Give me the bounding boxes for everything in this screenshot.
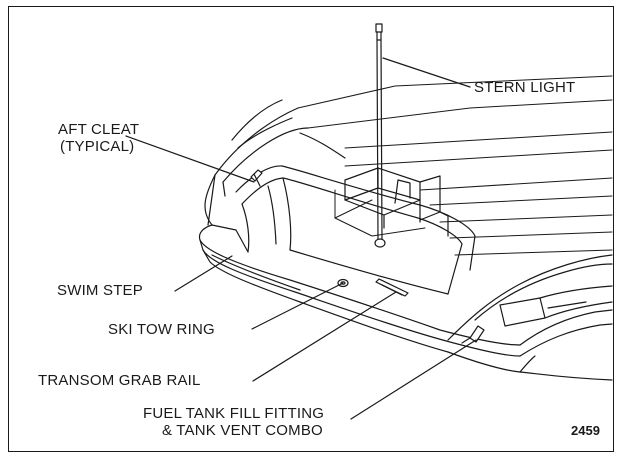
leader-swim-step (174, 255, 233, 292)
transom-grab-rail[interactable] (375, 278, 409, 297)
leader-fuel-fitting (350, 339, 477, 420)
leader-aft-cleat (125, 135, 255, 183)
figure-frame (8, 6, 614, 452)
fuel-tank-label-line2: & TANK VENT COMBO (162, 422, 323, 439)
leader-stern-light (382, 57, 471, 88)
transom-grab-rail-label: TRANSOM GRAB RAIL (38, 372, 201, 389)
engine-box (344, 167, 449, 237)
fuel-tank-label-line1: FUEL TANK FILL FITTING (143, 405, 325, 422)
fuel-fill-fitting[interactable] (461, 325, 485, 344)
stern-light-label: STERN LIGHT (474, 79, 576, 96)
starboard-hull (447, 254, 613, 381)
leader-ski-tow-ring (251, 282, 344, 330)
interior-deck-lines (297, 75, 613, 256)
aft-cleat-label-line1: AFT CLEAT (58, 121, 140, 138)
leader-grab-rail (252, 291, 397, 382)
swim-step-label: SWIM STEP (57, 282, 143, 299)
swim-platform (198, 224, 521, 357)
ski-tow-ring-label: SKI TOW RING (108, 321, 215, 338)
transom-top (235, 165, 476, 295)
port-hull-foreground (204, 99, 283, 226)
stern-light-pole[interactable] (374, 23, 386, 248)
port-gunwale (207, 107, 346, 226)
leader-lines (125, 57, 477, 420)
figure-number: 2459 (571, 423, 600, 438)
aft-cleat-label-line2: (TYPICAL) (60, 138, 135, 155)
aft-cleat[interactable] (250, 169, 263, 187)
